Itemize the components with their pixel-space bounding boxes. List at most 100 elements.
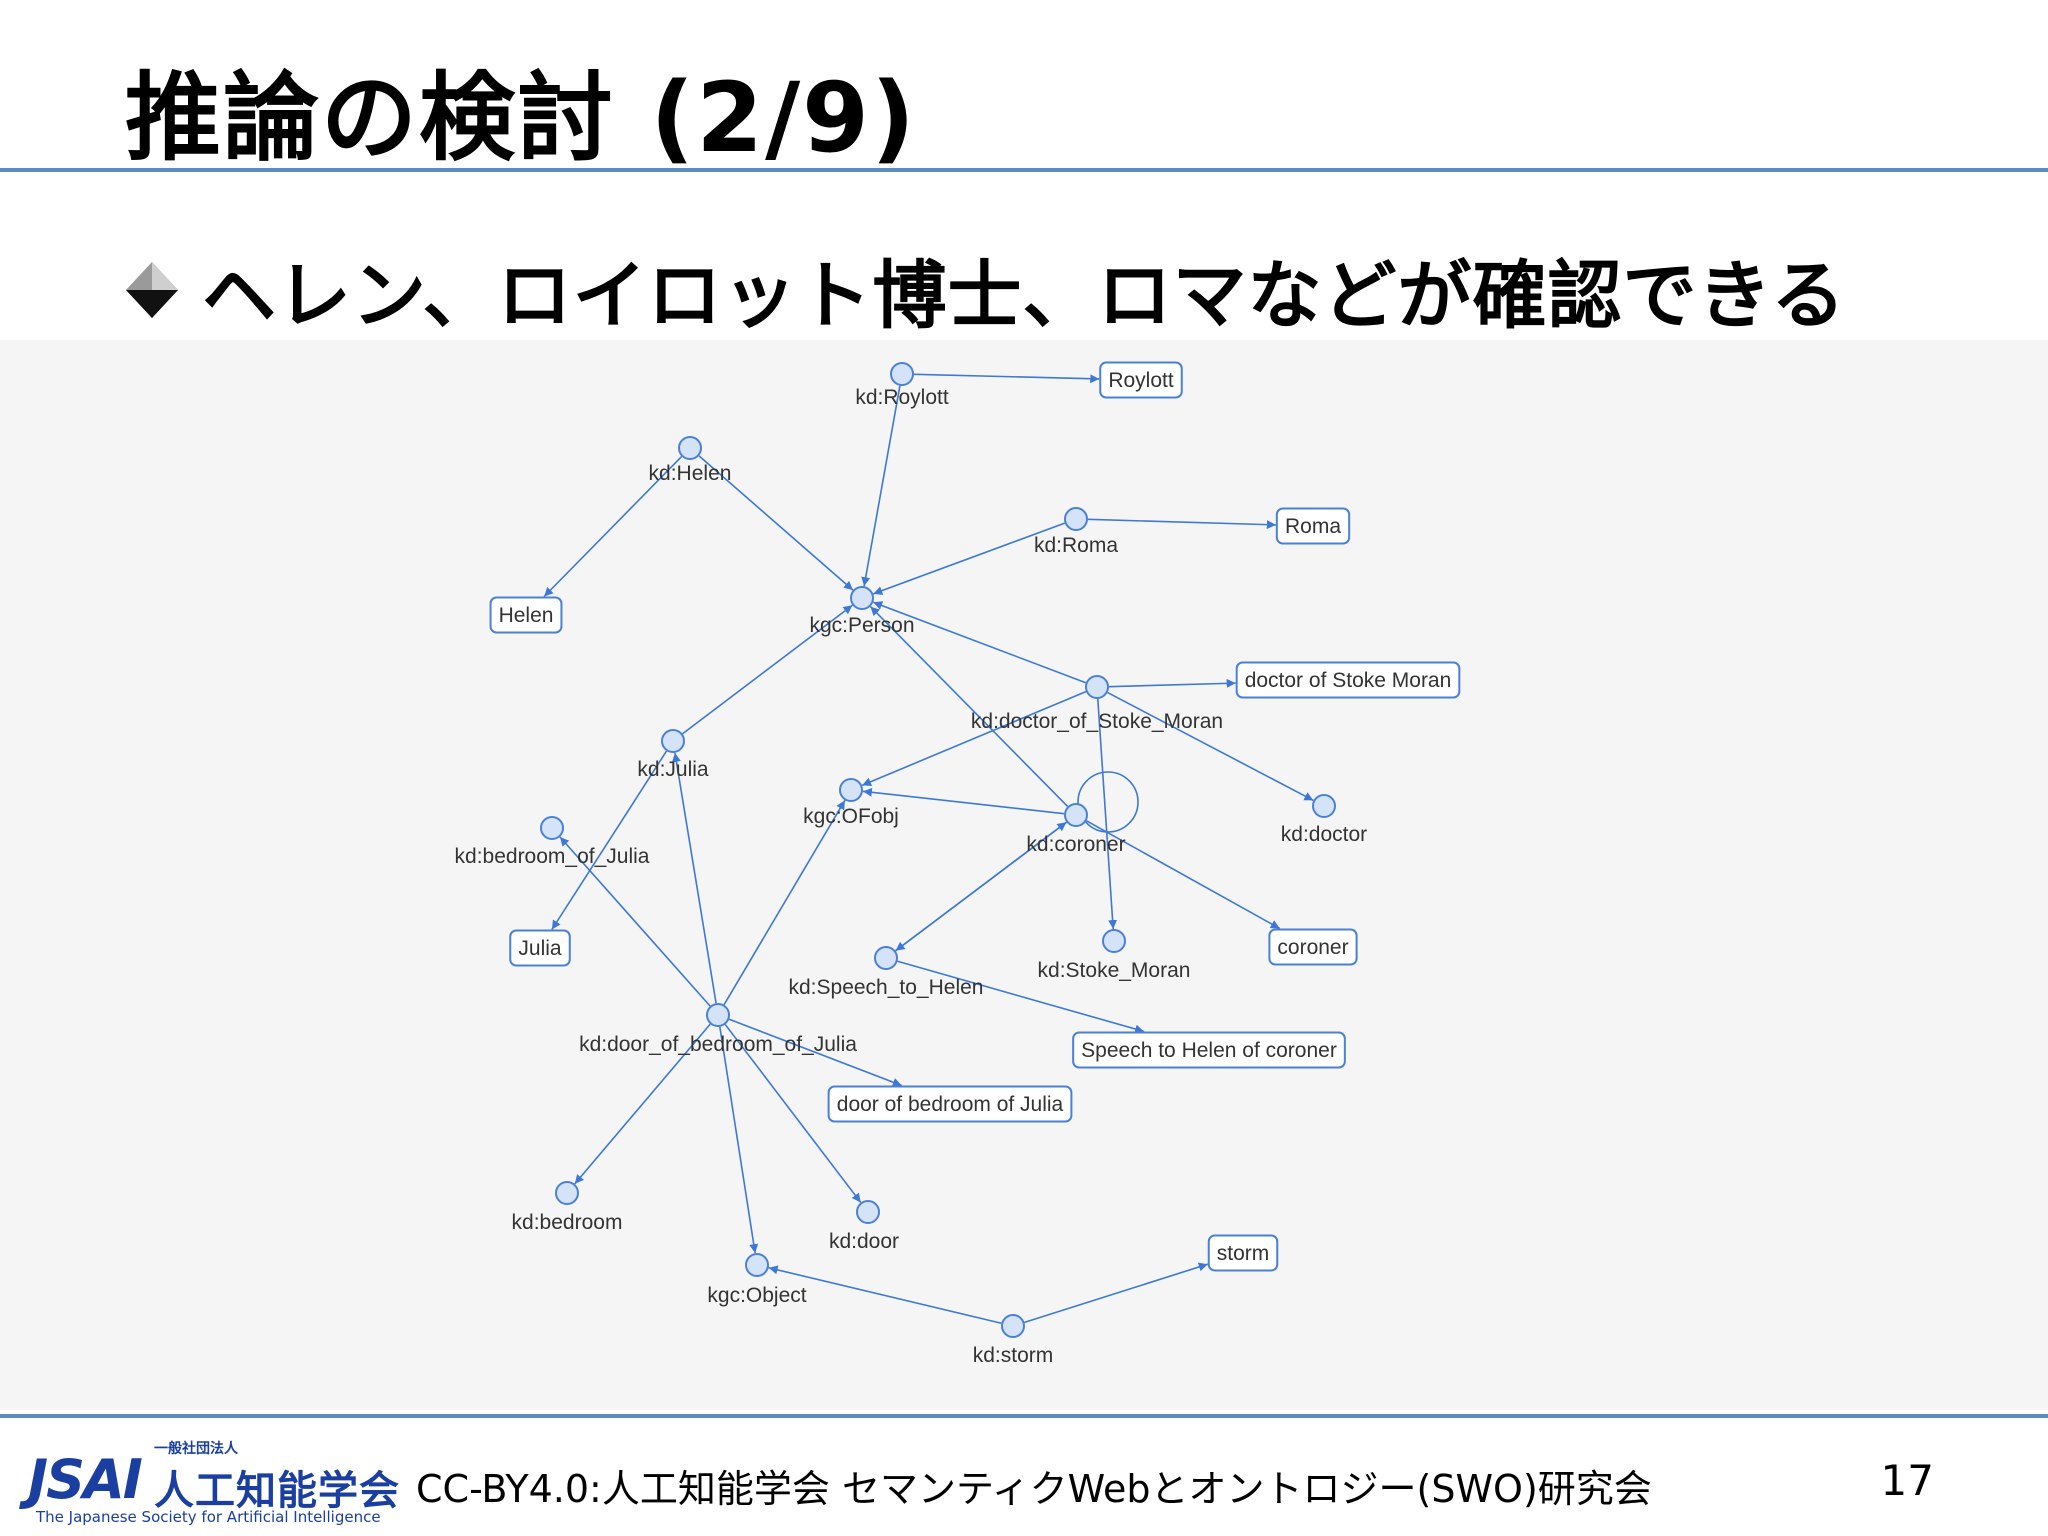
literal-box[interactable] [827, 1085, 1073, 1123]
node-label: kd:doctor [1281, 823, 1367, 846]
node-circle[interactable] [850, 586, 874, 610]
node-label: kd:bedroom_of_Julia [455, 845, 650, 868]
resource-node-object[interactable]: kgc:Object [707, 1253, 807, 1307]
node-circle[interactable] [1001, 1314, 1025, 1338]
bullet-item: ヘレン、ロイロット博士、ロマなどが確認できる [124, 236, 1846, 343]
literal-node-lit-storm[interactable]: storm [1207, 1234, 1279, 1272]
node-label: kd:Julia [637, 758, 709, 781]
edge-coroner-to-ofobj [862, 787, 1065, 815]
resource-node-coroner[interactable]: kd:coroner [1026, 803, 1126, 856]
edge-doctor-of-stoke-moran-to-doctor [1107, 691, 1314, 802]
slide-title: 推論の検討 (2/9) [125, 62, 917, 174]
literal-node-lit-julia[interactable]: Julia [509, 929, 571, 967]
node-label: kd:Stoke_Moran [1038, 959, 1191, 982]
nodes-layer: kd:Roylott kd:Helen kd:Roma kgc:Person kd:do… [455, 361, 1461, 1367]
node-label: kd:bedroom [512, 1211, 623, 1234]
literal-box[interactable] [1207, 1234, 1279, 1272]
resource-node-door-of-bedroom-of-julia[interactable]: kd:door_of_bedroom_of_Julia [579, 1003, 857, 1056]
literal-node-lit-roylott[interactable]: Roylott [1099, 361, 1183, 399]
node-circle[interactable] [540, 816, 564, 840]
edge-door-of-bedroom-of-julia-to-object [719, 1026, 759, 1254]
literal-label: coroner [1277, 936, 1348, 959]
node-label: kd:door_of_bedroom_of_Julia [579, 1033, 857, 1056]
edge-storm-to-object [768, 1265, 1002, 1324]
edge-speech-to-helen-to-coroner [895, 821, 1067, 952]
edge-door-of-bedroom-of-julia-to-julia [671, 752, 717, 1004]
node-circle[interactable] [1064, 803, 1088, 827]
resource-node-stoke-moran[interactable]: kd:Stoke_Moran [1038, 929, 1191, 982]
node-circle[interactable] [661, 729, 685, 753]
literal-node-lit-door-of-bedroom-of-julia[interactable]: door of bedroom of Julia [827, 1085, 1073, 1123]
edge-julia-to-lit-julia [551, 750, 668, 930]
node-circle[interactable] [678, 436, 702, 460]
resource-node-speech-to-helen[interactable]: kd:Speech_to_Helen [789, 946, 984, 999]
node-label: kgc:Person [809, 614, 914, 637]
resource-node-roma[interactable]: kd:Roma [1034, 507, 1118, 557]
resource-node-bedroom-of-julia[interactable]: kd:bedroom_of_Julia [455, 816, 650, 868]
literal-box[interactable] [509, 929, 571, 967]
literal-box[interactable] [1235, 661, 1461, 699]
literal-node-lit-roma[interactable]: Roma [1275, 507, 1351, 545]
resource-node-helen[interactable]: kd:Helen [649, 436, 732, 485]
resource-node-julia[interactable]: kd:Julia [637, 729, 709, 781]
literal-box[interactable] [1072, 1031, 1346, 1069]
node-circle[interactable] [706, 1003, 730, 1027]
logo-mark: JSAI [28, 1448, 143, 1511]
resource-node-ofobj[interactable]: kgc:OFobj [803, 778, 899, 828]
node-circle[interactable] [1102, 929, 1126, 953]
literal-box[interactable] [1268, 928, 1358, 966]
node-circle[interactable] [1064, 507, 1088, 531]
node-label: kd:Speech_to_Helen [789, 976, 984, 999]
edge-storm-to-lit-storm [1024, 1262, 1208, 1324]
literal-node-lit-doctor-of-stoke-moran[interactable]: doctor of Stoke Moran [1235, 661, 1461, 699]
edge-door-of-bedroom-of-julia-to-bedroom [574, 1023, 711, 1185]
rdf-graph: kd:Roylott kd:Helen kd:Roma kgc:Person kd:do… [455, 361, 1461, 1367]
resource-node-person[interactable]: kgc:Person [809, 586, 915, 637]
edge-doctor-of-stoke-moran-to-stoke-moran [1097, 698, 1118, 930]
footer-credit: CC-BY4.0:人工知能学会 セマンティクWebとオントロジー(SWO)研究会 [416, 1467, 1652, 1511]
resource-node-door[interactable]: kd:door [829, 1200, 899, 1253]
node-label: kd:storm [973, 1344, 1054, 1367]
literal-label: Roylott [1108, 369, 1174, 392]
edge-helen-to-lit-helen [543, 456, 683, 598]
edge-julia-to-person [682, 604, 853, 735]
node-circle[interactable] [856, 1200, 880, 1224]
literal-box[interactable] [1275, 507, 1351, 545]
literal-label: doctor of Stoke Moran [1245, 669, 1452, 692]
node-circle[interactable] [874, 946, 898, 970]
node-label: kd:Roylott [855, 386, 949, 409]
edges-layer [543, 373, 1314, 1324]
edge-coroner-to-person [869, 605, 1069, 808]
self-loop-edge [1077, 771, 1139, 833]
node-circle[interactable] [890, 362, 914, 386]
literal-node-lit-coroner[interactable]: coroner [1268, 928, 1358, 966]
resource-node-roylott[interactable]: kd:Roylott [855, 362, 949, 409]
node-circle[interactable] [1312, 794, 1336, 818]
literal-node-lit-speech-to-helen-of-coroner[interactable]: Speech to Helen of coroner [1072, 1031, 1346, 1069]
resource-node-storm[interactable]: kd:storm [973, 1314, 1054, 1367]
edge-door-of-bedroom-of-julia-to-ofobj [723, 799, 846, 1006]
literal-box[interactable] [1099, 361, 1183, 399]
resource-node-doctor[interactable]: kd:doctor [1281, 794, 1367, 846]
edge-door-of-bedroom-of-julia-to-door [724, 1024, 862, 1203]
literal-box[interactable] [489, 596, 563, 634]
logo-org-type: 一般社団法人 [154, 1441, 238, 1457]
node-label: kd:Helen [649, 462, 732, 485]
node-label: kgc:Object [707, 1284, 806, 1307]
node-circle[interactable] [1085, 675, 1109, 699]
node-circle[interactable] [839, 778, 863, 802]
resource-node-bedroom[interactable]: kd:bedroom [512, 1181, 623, 1234]
node-label: kd:Roma [1034, 534, 1118, 557]
literal-label: storm [1217, 1242, 1270, 1265]
literal-label: door of bedroom of Julia [837, 1093, 1064, 1116]
edge-door-of-bedroom-of-julia-to-bedroom-of-julia [559, 836, 711, 1007]
node-circle[interactable] [555, 1181, 579, 1205]
edge-doctor-of-stoke-moran-to-lit-doctor-of-stoke-moran [1108, 678, 1236, 688]
literal-node-lit-helen[interactable]: Helen [489, 596, 563, 634]
literal-label: Speech to Helen of coroner [1081, 1039, 1337, 1062]
node-label: kgc:OFobj [803, 805, 899, 828]
node-circle[interactable] [745, 1253, 769, 1277]
node-label: kd:door [829, 1230, 899, 1253]
resource-node-doctor-of-stoke-moran[interactable]: kd:doctor_of_Stoke_Moran [971, 675, 1223, 733]
edge-coroner-to-lit-coroner [1086, 820, 1281, 930]
